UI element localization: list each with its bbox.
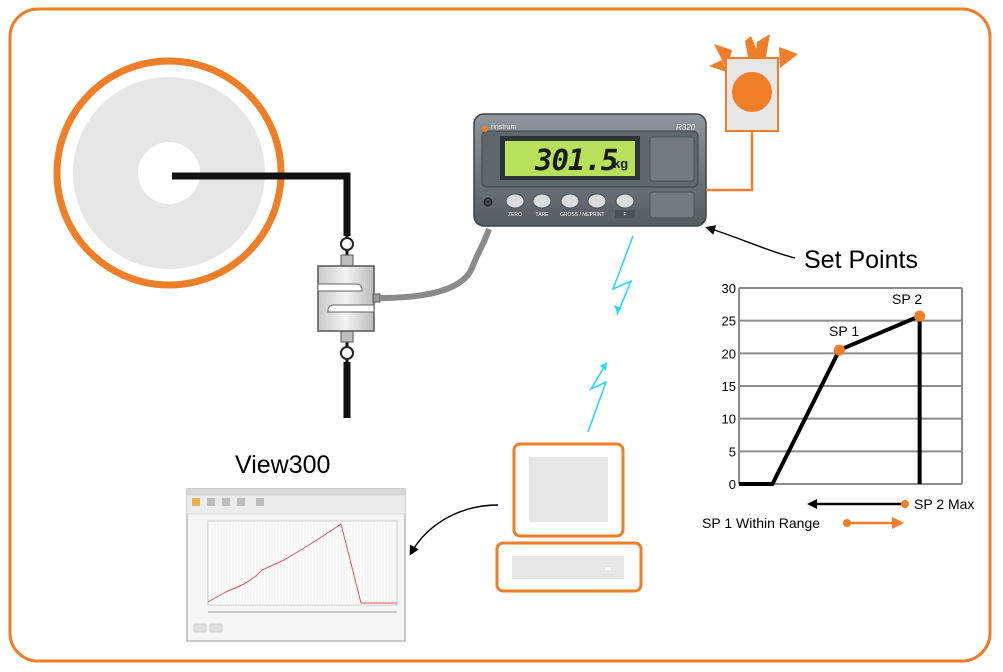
indicator-button-label: ZERO	[508, 212, 522, 218]
indicator-button-label: GROSS / NET	[560, 212, 593, 218]
lcd-weight-value: 301.5	[535, 143, 618, 177]
view300-screenshot	[186, 488, 406, 642]
wireless-arrowhead-top-icon	[614, 305, 622, 313]
indicator-button-4	[615, 193, 635, 209]
indicator-button-1	[532, 193, 552, 209]
chart-y-ticks: 0 5 10 15 20 25 30	[722, 281, 736, 492]
wireless-arrowhead-bottom-icon	[600, 362, 607, 371]
power-led	[483, 197, 493, 207]
indicator-button-2	[560, 193, 580, 209]
load-cell	[317, 237, 381, 360]
lcd-unit: kg	[613, 156, 629, 171]
sp2-label: SP 2	[892, 291, 923, 307]
chart-grid	[738, 287, 963, 485]
sp2-max-label: SP 2 Max	[914, 496, 975, 512]
wireless-signal-top-icon	[611, 235, 634, 316]
indicator-button-3	[587, 193, 607, 209]
chart-y-tick-label: 30	[722, 281, 736, 296]
sp1-range-dot	[843, 519, 851, 527]
set-points-arrow	[705, 225, 796, 259]
view300-arrow	[409, 504, 499, 556]
indicator-model: R320	[676, 123, 696, 132]
indicator-button-label: F	[623, 212, 627, 218]
chart-y-tick-label: 15	[722, 379, 736, 394]
sp1-within-range-label: SP 1 Within Range	[702, 515, 821, 531]
set-point-marker-2	[914, 310, 926, 322]
chart-y-tick-label: 25	[722, 314, 736, 329]
set-points-chart: 0 5 10 15 20 25 30	[722, 281, 963, 492]
suspension-cable	[172, 172, 351, 236]
indicator-button-label: PRINT	[589, 212, 605, 218]
signal-cable	[379, 228, 492, 301]
beacon-light-icon	[709, 34, 798, 132]
brand-logo-icon	[482, 126, 488, 132]
chart-y-tick-label: 0	[729, 477, 736, 492]
chart-y-tick-label: 5	[729, 444, 736, 459]
sp1-label: SP 1	[829, 323, 860, 339]
weight-indicator	[473, 113, 707, 227]
wireless-signal-bottom-icon	[587, 363, 608, 433]
beacon-wire	[706, 131, 754, 192]
lcd-screen	[505, 141, 635, 176]
chart-y-tick-label: 10	[722, 412, 736, 427]
set-points-label: Set Points	[804, 246, 918, 274]
sp2-max-dot	[901, 500, 909, 508]
indicator-buttons	[505, 193, 635, 209]
view300-label: View300	[235, 451, 331, 479]
indicator-brand: rinstrum	[491, 124, 517, 131]
chart-y-tick-label: 20	[722, 346, 736, 361]
computer-icon	[495, 442, 643, 593]
indicator-button-0	[505, 193, 525, 209]
indicator-button-label: TARE	[535, 212, 549, 218]
set-point-marker-1	[833, 344, 845, 356]
